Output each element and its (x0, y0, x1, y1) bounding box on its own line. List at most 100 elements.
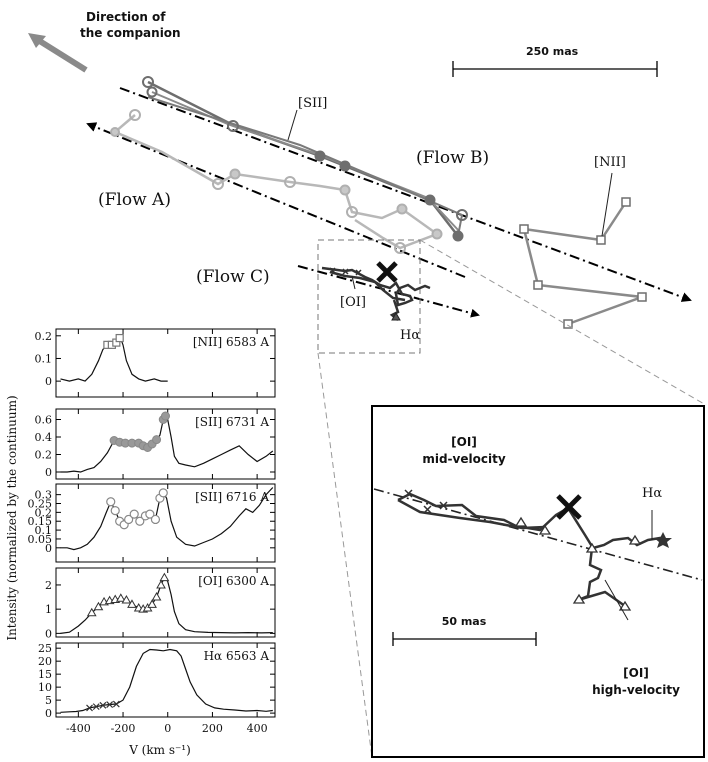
companion-label-line2: the companion (80, 26, 181, 40)
spectrum-panel-label: [OI] 6300 A (198, 574, 269, 588)
spectrum-marker (150, 514, 161, 525)
y-tick-label: 0 (45, 627, 52, 640)
axis-line-flow-b (119, 87, 692, 302)
y-tick-label: 0.2 (35, 506, 53, 519)
oi-leader-line (351, 275, 356, 290)
spectrum-marker (106, 497, 116, 507)
spectrum-marker (92, 703, 100, 711)
spectrum-marker (127, 599, 137, 608)
spectrum-marker (158, 488, 168, 498)
spectrum-panel: 0.2 0.1 0 [NII] 6583 A (35, 328, 276, 398)
zoom-connector-left (317, 352, 373, 758)
inset-oi-high-label-line1: [OI] (623, 666, 649, 680)
spectrum-marker (135, 516, 145, 526)
y-tick-label: 0.2 (35, 449, 53, 462)
spectra-panels: 0.20.10[NII] 6583 A0.60.40.20[SII] 6731 … (28, 328, 276, 735)
spectrum-marker (145, 509, 155, 519)
spectrum-marker (159, 572, 170, 582)
spectrum-marker (124, 514, 134, 525)
sii-light-markers (110, 109, 443, 254)
inset-panel: [OI] mid-velocity Hα [OI] high-velocity … (371, 405, 705, 758)
zoom-box (317, 239, 421, 354)
flow-c-label: (Flow C) (196, 267, 270, 287)
y-tick-label: 0.6 (35, 414, 53, 427)
x-tick-label: 200 (202, 722, 223, 735)
flow-b-label: (Flow B) (416, 148, 489, 168)
y-tick-label: 0.1 (35, 524, 53, 537)
spectra-ylabel: Intensity (normalized by the continuum) (5, 395, 19, 640)
spectrum-panel-label: Hα 6563 A (204, 649, 270, 663)
spectrum-marker (110, 505, 120, 516)
inset-scale-bar (392, 632, 537, 646)
spectrum-panel-frame (55, 328, 276, 398)
inset-cross-markers (404, 489, 448, 514)
inset-scale-bar-label: 50 mas (442, 615, 487, 628)
spectrum-panel-frame (55, 642, 276, 718)
sii-label: [SII] (298, 96, 327, 111)
nii-track (522, 201, 643, 326)
x-tick-label: 400 (247, 722, 268, 735)
inset-oi-mid-label-line1: [OI] (451, 435, 477, 449)
spectrum-marker (93, 601, 104, 611)
spectrum-marker (86, 607, 97, 617)
scale-bar-250 (452, 61, 658, 77)
y-tick-label: 0.2 (35, 330, 53, 343)
companion-arrow-head (28, 33, 46, 48)
spectrum-panel-frame (55, 483, 276, 563)
spectrum-panel-frame (55, 408, 276, 480)
inset-star-marker (654, 532, 672, 548)
y-tick-label: 0 (45, 466, 52, 479)
y-tick-label: 1 (45, 603, 52, 616)
oi-halpha-cluster (321, 266, 431, 321)
spectrum-marker (121, 594, 132, 604)
y-tick-label: 0 (45, 375, 52, 388)
spectrum-panel: 210[OI] 6300 A (45, 567, 276, 640)
spectra-xlabel: V (km s⁻¹) (128, 743, 191, 757)
inset-halpha-label: Hα (642, 486, 662, 501)
nii-label: [NII] (594, 155, 626, 170)
spectrum-marker (147, 599, 157, 608)
spectrum-marker (86, 704, 93, 712)
spectrum-marker (115, 593, 126, 602)
spectrum-marker (161, 411, 170, 421)
zoom-connector-right (419, 239, 707, 406)
inset-oi-mid-label-line2: mid-velocity (422, 452, 505, 466)
y-tick-label: 5 (45, 694, 52, 707)
companion-label-line1: Direction of (86, 10, 166, 24)
spectrum-marker (115, 333, 124, 343)
inset-axis-line (373, 488, 703, 581)
halpha-label: Hα (400, 328, 420, 343)
oi-label: [OI] (340, 295, 366, 310)
spectrum-panel: 0.60.40.20[SII] 6731 A (35, 408, 276, 480)
spectrum-panel-label: [NII] 6583 A (193, 335, 270, 349)
spectrum-marker (99, 701, 107, 709)
spectrum-line (60, 648, 273, 713)
sii-dark-markers (142, 76, 468, 242)
spectrum-line (60, 414, 274, 473)
spectrum-marker (151, 592, 162, 601)
main-map: Direction of the companion 250 mas (28, 10, 707, 758)
jet-axis-lines (86, 87, 692, 318)
y-tick-label: 0 (45, 707, 52, 720)
spectrum-marker (152, 435, 162, 445)
y-tick-label: 0.3 (35, 489, 53, 502)
spectrum-marker (112, 700, 120, 708)
nii-markers (519, 197, 647, 329)
y-tick-label: 0.1 (35, 352, 53, 365)
spectrum-panel-label: [SII] 6716 A (195, 490, 269, 504)
inset-triangle-markers (514, 516, 642, 611)
halpha-triangle-marker (391, 311, 401, 321)
spectrum-panel: 0.30.250.20.150.10.050[SII] 6716 A (28, 483, 276, 563)
x-tick-label: 0 (164, 722, 171, 735)
scale-bar-250-label: 250 mas (526, 45, 579, 58)
spectrum-panel-frame (55, 567, 276, 638)
y-tick-label: 10 (38, 681, 52, 694)
oi-cross-markers (329, 267, 362, 276)
y-tick-label: 0.05 (28, 533, 53, 546)
y-tick-label: 20 (38, 655, 52, 668)
star-position-cross (376, 261, 398, 283)
y-tick-label: 0 (45, 542, 52, 555)
y-tick-label: 15 (38, 668, 52, 681)
